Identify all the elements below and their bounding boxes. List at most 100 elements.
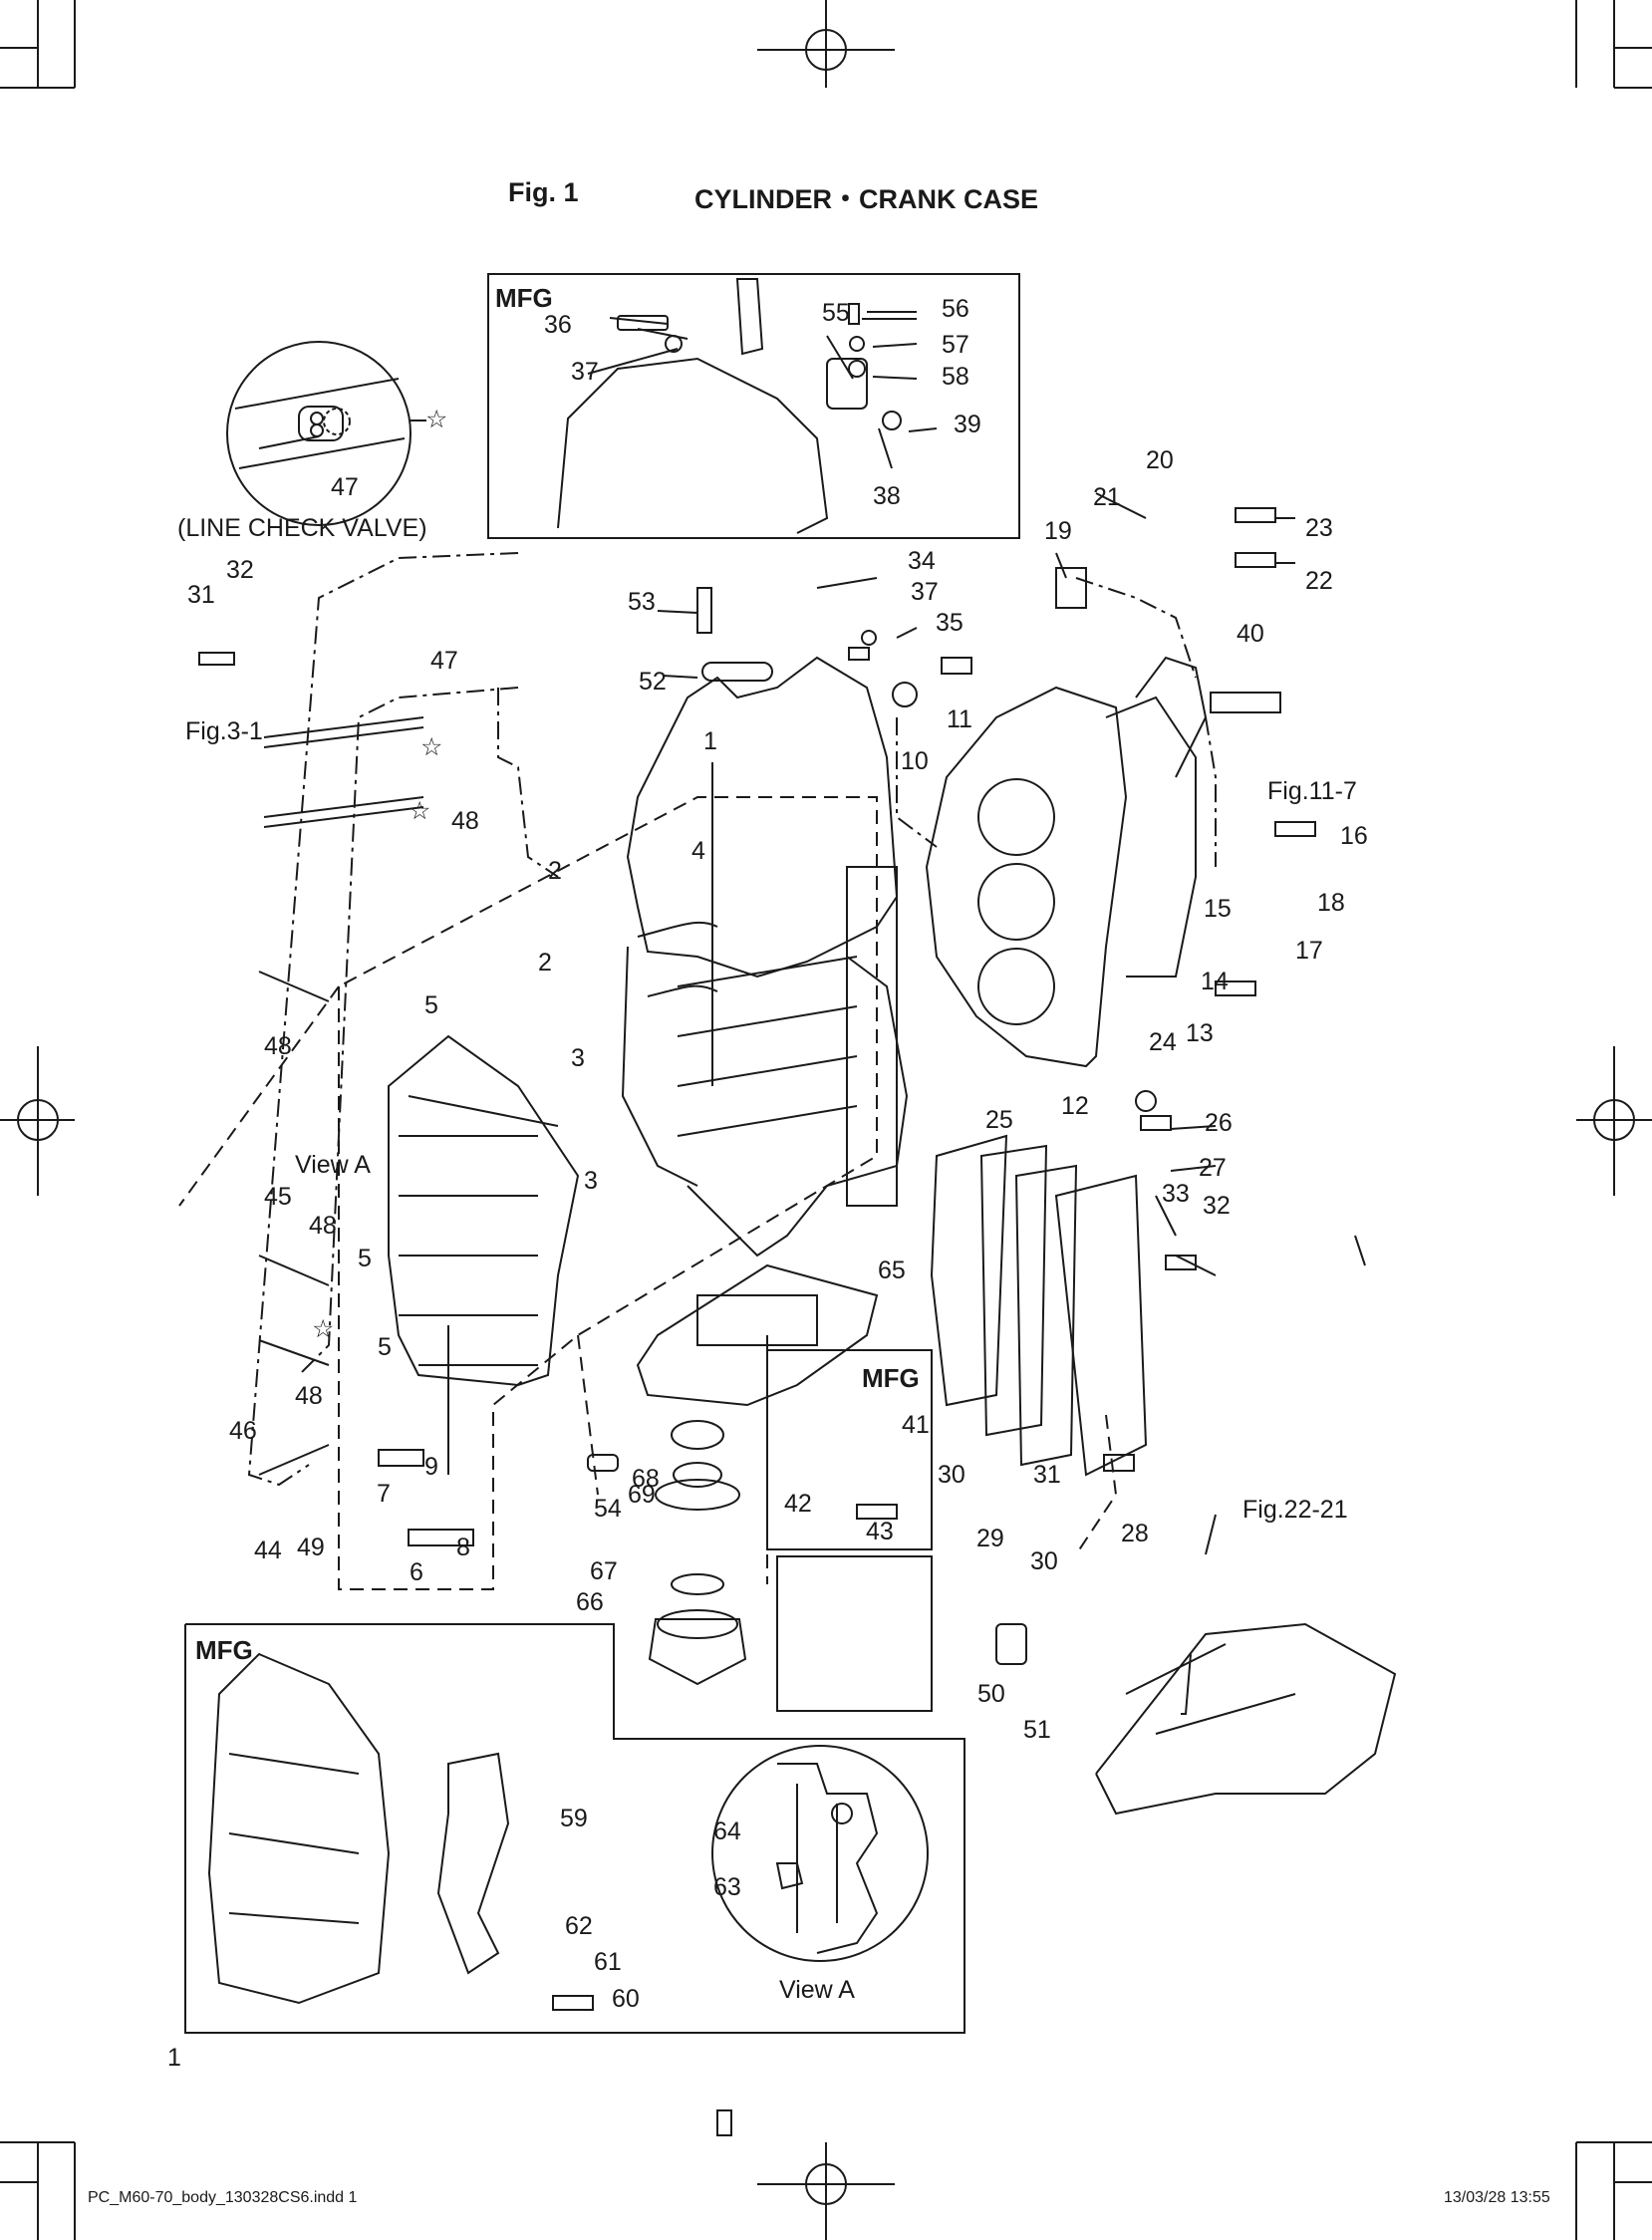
callout: 54 [594,1495,622,1523]
callout: 50 [977,1680,1005,1708]
chain-lines [247,552,1217,1487]
mfg-tag-right: MFG [862,1363,920,1393]
callout: 14 [1201,968,1229,995]
timestamp: 13/03/28 13:55 [1444,2189,1550,2206]
callout: 62 [565,1912,593,1940]
callout: 68 [632,1465,660,1493]
callout: 12 [1061,1092,1089,1120]
callout: 61 [594,1948,622,1976]
callout: 23 [1305,514,1333,542]
callout: 32 [226,556,254,584]
callout: 2 [548,857,562,885]
callout: 37 [571,358,599,386]
mfg-tag-top: MFG [495,283,553,313]
callout: 30 [1030,1547,1058,1575]
callout: 58 [942,363,969,391]
callout: 19 [1044,517,1072,545]
figure-number: Fig. 1 [508,177,579,207]
caption-line-check-valve: (LINE CHECK VALVE) [177,514,427,542]
callout: 28 [1121,1520,1149,1547]
callout: 20 [1146,446,1174,474]
callout: 3 [584,1167,598,1195]
callout: 65 [878,1257,906,1284]
callout: 27 [1199,1154,1227,1182]
caption-fig-22-21: Fig.22-21 [1242,1496,1348,1524]
mfg-tag-bottom: MFG [195,1635,253,1665]
callout: 5 [358,1245,372,1272]
callout: 30 [938,1461,965,1489]
callout: 47 [430,647,458,675]
callout: 48 [295,1382,323,1410]
fasteners [198,303,1316,2136]
callout: 31 [187,581,215,609]
crankcase [388,1034,580,1387]
line-check-valve-detail [226,341,426,526]
registration-mark-bottom [757,2142,895,2240]
callout: 1 [703,727,717,755]
cylinder-block [621,656,909,1258]
callout: 43 [866,1518,894,1545]
callout: 40 [1237,620,1264,648]
callout: 22 [1305,567,1333,595]
callout: 33 [1162,1180,1190,1208]
inset-box-bracket [776,1555,933,1712]
callout: 49 [297,1534,325,1561]
callout: 55 [822,299,850,327]
caption-view-a-arrow: View A [295,1151,371,1179]
callout: 7 [377,1480,391,1508]
star-symbol: ☆ [425,406,448,433]
caption-fig-11-7: Fig.11-7 [1267,777,1357,805]
callout: 5 [424,991,438,1019]
registration-mark-right [1576,1046,1652,1196]
dashed-outline-block [178,796,1118,1590]
callout: 52 [639,668,667,696]
exhaust-cover-gaskets [930,1134,1148,1477]
view-a-detail [711,1745,929,1962]
callout: 41 [902,1411,930,1439]
lower-gasket [636,1263,879,1407]
callout: 63 [713,1873,741,1901]
registration-mark-top [757,0,895,88]
callout: 36 [544,311,572,339]
bearing-housing-parts [648,1420,747,1686]
callout: 56 [942,295,969,323]
caption-view-a-inset: View A [779,1976,855,2004]
callout: 10 [901,747,929,775]
callout: 9 [424,1453,438,1481]
callout: 13 [1186,1019,1214,1047]
callout: 5 [378,1333,392,1361]
callout: 60 [612,1985,640,2013]
callout: 45 [264,1183,292,1211]
callout: 69 [628,1481,656,1509]
page-number: 1 [167,2044,181,2072]
star-symbol: ☆ [420,733,443,761]
callout: 66 [576,1588,604,1616]
callout: 46 [229,1417,257,1445]
callout: 29 [976,1525,1004,1552]
figure-title: CYLINDER・CRANK CASE [694,184,1039,214]
callout: 42 [784,1490,812,1518]
star-symbol: ☆ [312,1315,335,1343]
callout: 21 [1093,483,1121,511]
callout: 16 [1340,822,1368,850]
callout: 6 [410,1558,423,1586]
callout: 59 [560,1805,588,1832]
caption-fig-3-1: Fig.3-1 [185,717,263,745]
cylinder-head [925,656,1208,1068]
callout: 2 [538,949,552,977]
callout: 26 [1205,1109,1233,1137]
callout: 47 [331,473,359,501]
callout: 35 [936,609,964,637]
callout: 37 [911,578,939,606]
mfg-box-bottom [184,1623,965,2034]
callout: 4 [691,837,705,865]
callout: 57 [942,331,969,359]
callout: 48 [264,1032,292,1060]
callout: 15 [1204,895,1232,923]
callout: 39 [954,411,981,438]
callout: 34 [908,547,936,575]
callout: 48 [451,807,479,835]
callout: 17 [1295,937,1323,965]
callout: 18 [1317,889,1345,917]
